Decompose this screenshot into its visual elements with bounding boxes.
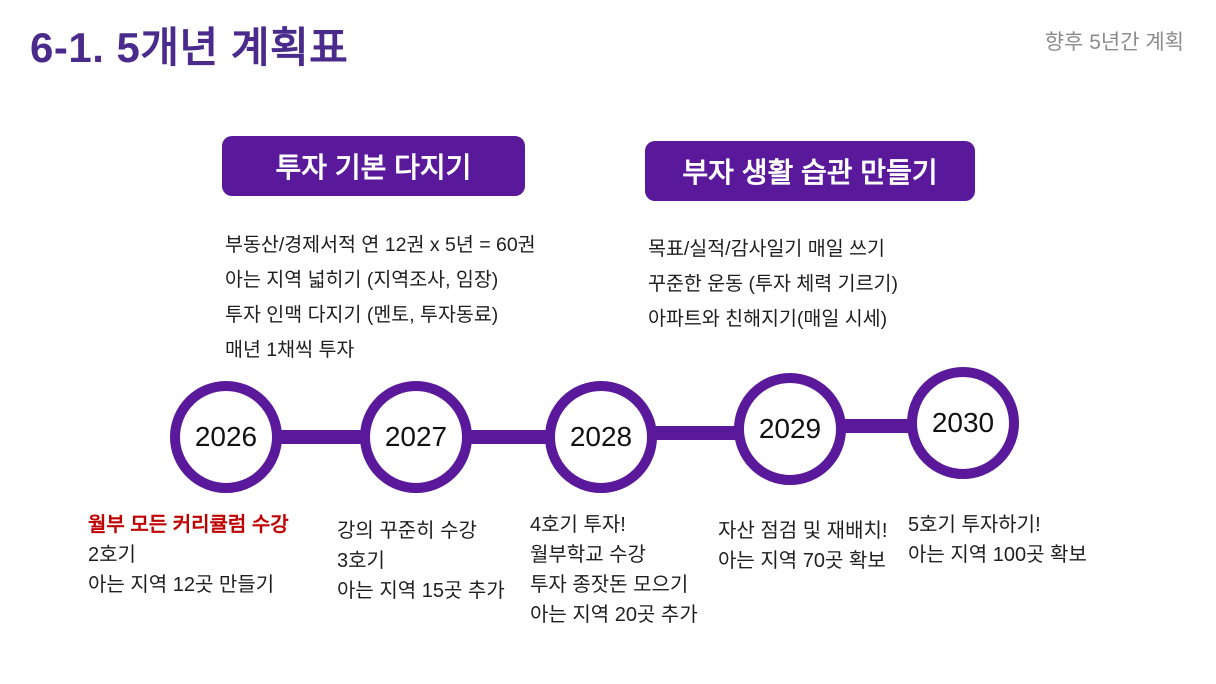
milestone-line: 투자 종잣돈 모으기 [530,574,689,596]
milestone-2026: 월부 모든 커리큘럼 수강 2호기 아는 지역 12곳 만들기 [88,510,289,600]
milestone-line: 2호기 [88,544,136,566]
slide-title: 6-1. 5개년 계획표 [30,24,349,71]
milestone-line: 아는 지역 15곳 추가 [337,580,505,602]
milestone-2030: 5호기 투자하기! 아는 지역 100곳 확보 [908,510,1087,570]
milestone-line: 강의 꾸준히 수강 [337,520,477,542]
timeline-year-2028: 2028 [545,381,657,493]
timeline-year-2029: 2029 [734,373,846,485]
milestone-highlight: 월부 모든 커리큘럼 수강 [88,514,289,536]
milestone-2028: 4호기 투자! 월부학교 수강 투자 종잣돈 모으기 아는 지역 20곳 추가 [530,510,698,630]
section-heading-invest-basics: 투자 기본 다지기 [222,136,525,196]
timeline-year-2026: 2026 [170,381,282,493]
section-line: 매년 1채씩 투자 [225,339,355,361]
slide-subtitle: 향후 5년간 계획 [1044,31,1184,54]
timeline-year-2030: 2030 [907,367,1019,479]
milestone-2027: 강의 꾸준히 수강 3호기 아는 지역 15곳 추가 [337,516,505,606]
section-lines-invest-basics: 부동산/경제서적 연 12권 x 5년 = 60권 아는 지역 넓히기 (지역조… [225,228,536,368]
milestone-line: 월부학교 수강 [530,544,646,566]
milestone-2029: 자산 점검 및 재배치! 아는 지역 70곳 확보 [718,516,887,576]
section-lines-rich-habits: 목표/실적/감사일기 매일 쓰기 꾸준한 운동 (투자 체력 기르기) 아파트와… [648,232,898,337]
section-line: 아는 지역 넓히기 (지역조사, 임장) [225,269,499,291]
milestone-line: 5호기 투자하기! [908,514,1041,536]
section-heading-rich-habits: 부자 생활 습관 만들기 [645,141,975,201]
milestone-line: 아는 지역 20곳 추가 [530,604,698,626]
section-line: 아파트와 친해지기(매일 시세) [648,308,888,330]
section-line: 꾸준한 운동 (투자 체력 기르기) [648,273,898,295]
timeline-year-2027: 2027 [360,381,472,493]
section-line: 부동산/경제서적 연 12권 x 5년 = 60권 [225,234,536,256]
milestone-line: 4호기 투자! [530,514,626,536]
section-line: 목표/실적/감사일기 매일 쓰기 [648,238,885,260]
section-line: 투자 인맥 다지기 (멘토, 투자동료) [225,304,499,326]
milestone-line: 3호기 [337,550,385,572]
milestone-line: 아는 지역 100곳 확보 [908,544,1087,566]
milestone-line: 아는 지역 70곳 확보 [718,550,886,572]
milestone-line: 자산 점검 및 재배치! [718,520,888,542]
milestone-line: 아는 지역 12곳 만들기 [88,574,275,596]
